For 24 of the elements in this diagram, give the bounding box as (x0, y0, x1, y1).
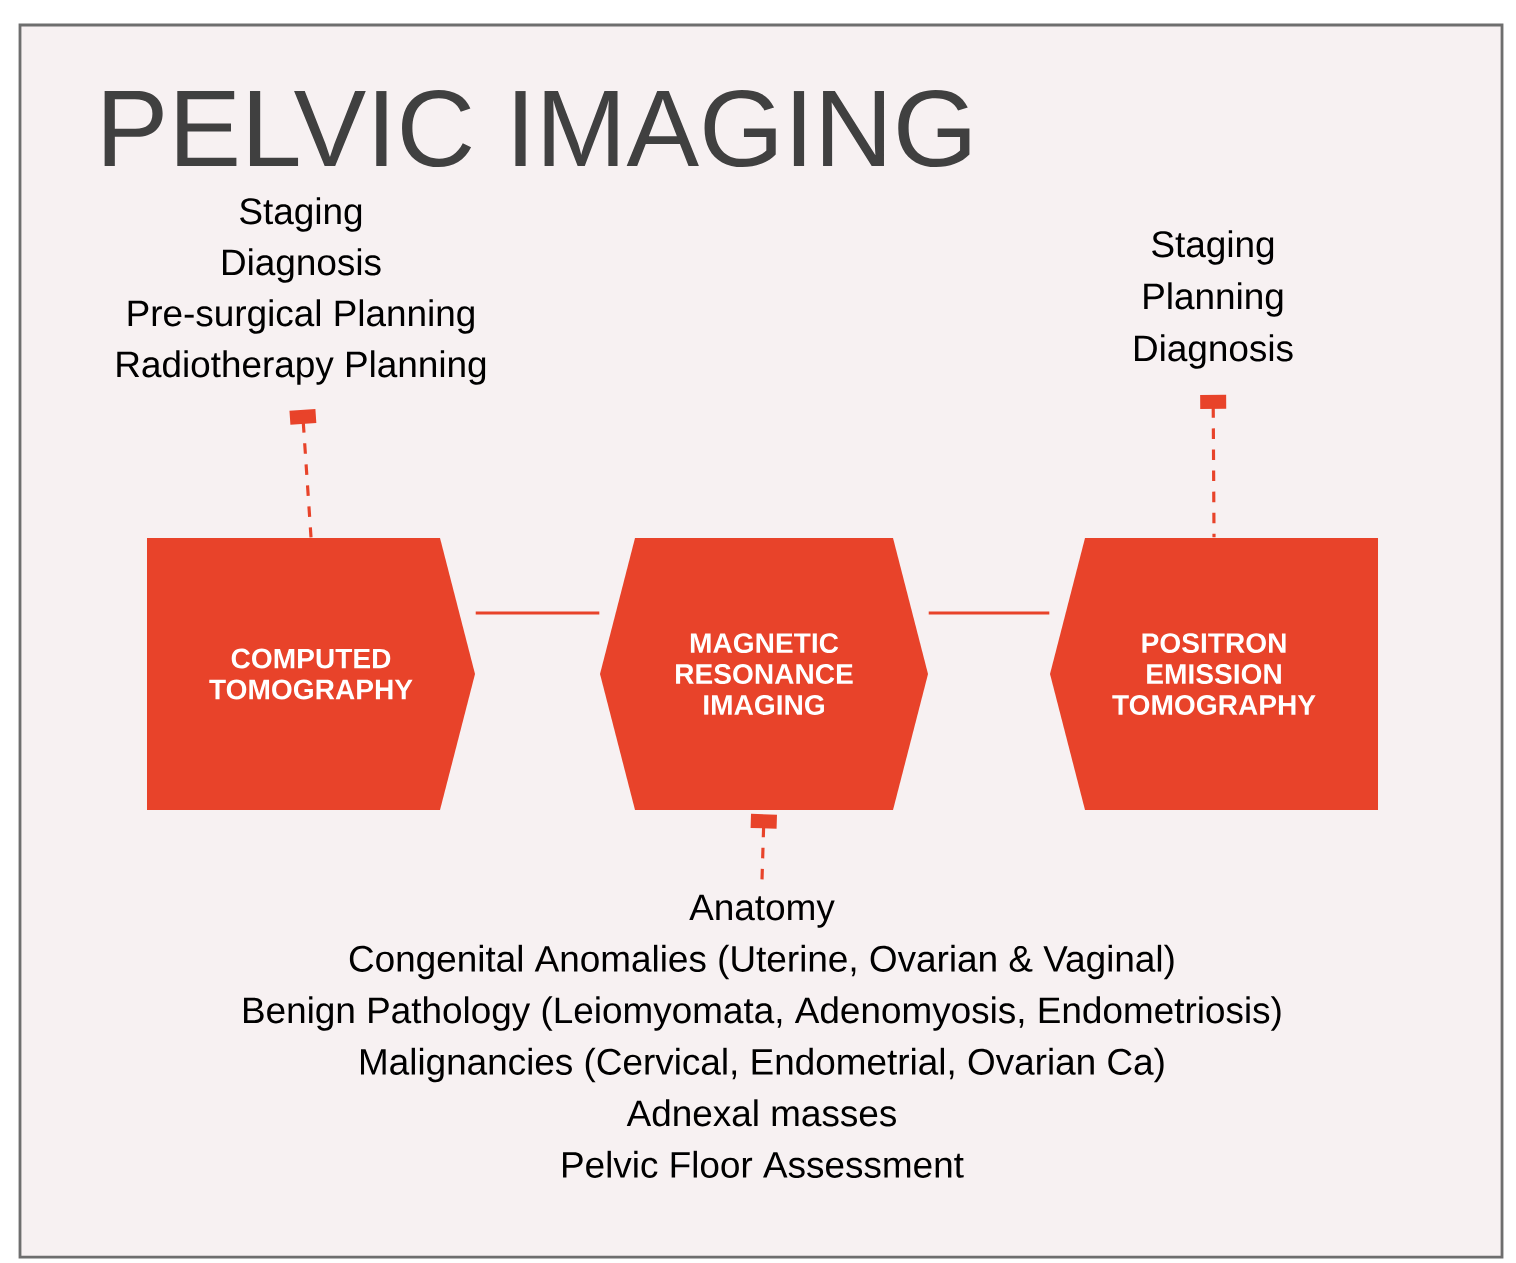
list-item: Pre-surgical Planning (128, 299, 474, 334)
list-item: Adnexal masses (626, 1099, 896, 1127)
list-item: Malignancies (Cervical, Endometrial, Ovarian Ca) (361, 1047, 1164, 1083)
modality-box: POSITRON EMISSION TOMOGRAPHY (1050, 538, 1378, 811)
connector-line (475, 611, 600, 615)
list-item: Staging (1152, 230, 1274, 265)
list-item: Diagnosis (223, 248, 381, 283)
list-item: Congenital Anomalies (Uterine, Ovarian & Vaginal) (349, 944, 1174, 980)
leader-line (750, 813, 777, 880)
list-item: Radiotherapy Planning (117, 350, 486, 385)
node-text: Staging Planning Diagnosis (1135, 230, 1293, 369)
modality-box: MAGNETIC RESONANCE IMAGING (600, 538, 928, 811)
connector-line (928, 611, 1050, 615)
list-item: Diagnosis (1135, 334, 1293, 369)
list-item: Benign Pathology (Leiomyomata, Adenomyosis, Endometriosis) (244, 996, 1281, 1031)
list-item: Planning (1144, 282, 1283, 317)
list-item: Anatomy (689, 894, 835, 928)
node-text: Anatomy Congenital Anomalies (Uterine, Ovarian & Vaginal) Benign Pathology (Leiomyomata, Adenomyosis, Endometriosis) Malignancies (Cervical, Endometrial, Ovarian Ca) Adnexal masses Pelvic Floor Assessment (244, 894, 1281, 1178)
title: PELVIC IMAGING (104, 89, 970, 168)
list-item: Pelvic Floor Assessment (563, 1150, 964, 1178)
modality-box: COMPUTED TOMOGRAPHY (147, 538, 475, 811)
list-item: Staging (240, 197, 362, 232)
leader-line (1200, 394, 1227, 538)
node-text: Staging Diagnosis Pre-surgical Planning Radiotherapy Planning (117, 197, 486, 385)
